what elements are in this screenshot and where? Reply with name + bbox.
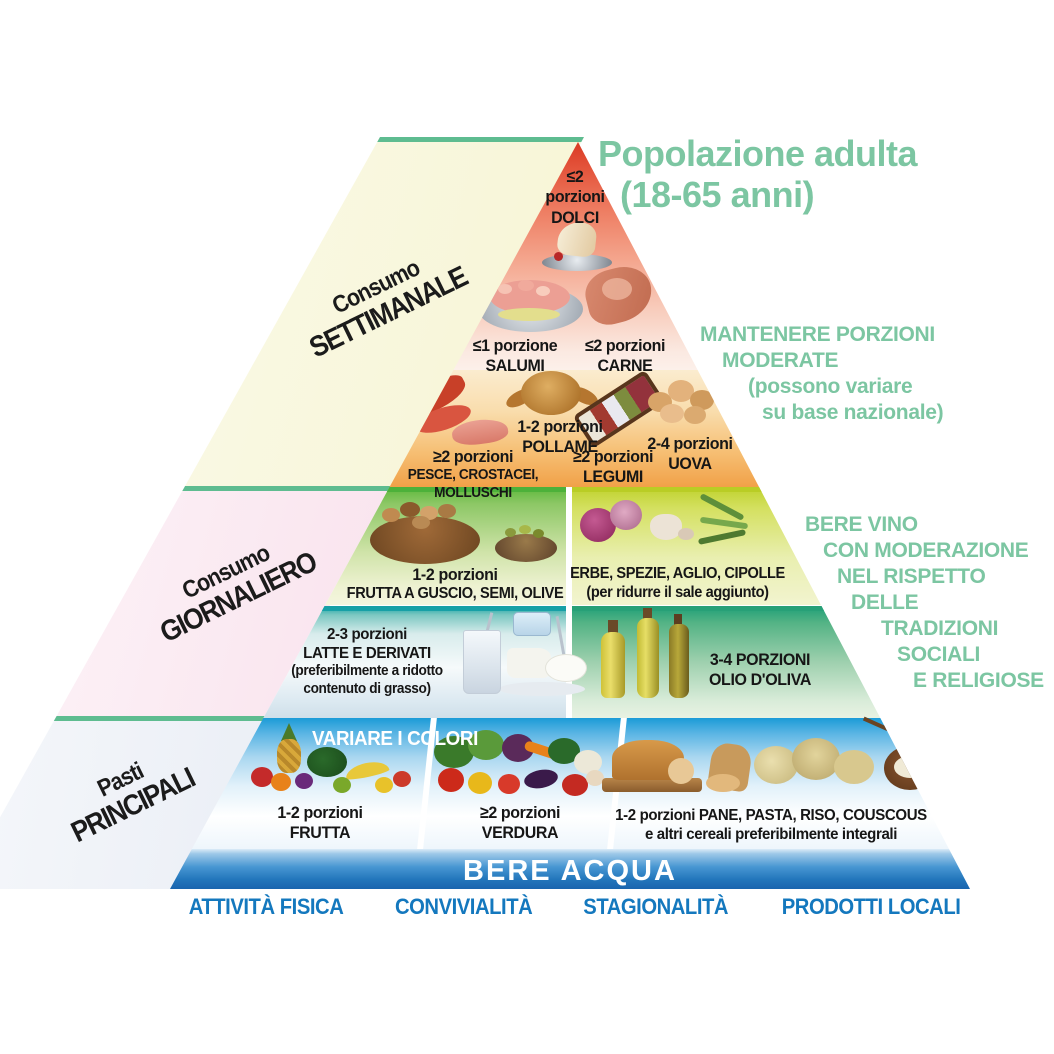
footer-values: ATTIVITÀ FISICA CONVIVIALITÀ STAGIONALIT…	[182, 894, 968, 920]
label-variare-colori: VARIARE I COLORI	[312, 728, 478, 750]
water-bar	[170, 849, 970, 889]
verdura-photo	[428, 730, 608, 805]
label-pesce: ≥2 porzioni PESCE, CROSTACEI, MOLLUSCHI	[407, 447, 539, 501]
title-line1: Popolazione adulta	[598, 133, 918, 174]
annotation-bere-vino: BERE VINO CON MODERAZIONE NEL RISPETTO D…	[805, 513, 1044, 692]
carne-photo	[580, 260, 660, 330]
label-olio: 3-4 PORZIONI OLIO D'OLIVA	[709, 650, 811, 690]
salumi-photo	[478, 270, 583, 332]
label-bere-acqua: BERE ACQUA	[463, 855, 677, 887]
label-pasti-principali: Pasti PRINCIPALI	[66, 757, 200, 850]
label-carne: ≤2 porzioni CARNE	[584, 336, 666, 376]
footer-convivialita: CONVIVIALITÀ	[395, 894, 533, 919]
label-frutta: 1-2 porzioni FRUTTA	[277, 803, 363, 843]
dolci-photo	[532, 220, 622, 277]
nuts-photo	[368, 500, 483, 566]
label-legumi: ≥2 porzioni LEGUMI	[572, 447, 654, 487]
footer-attivita-fisica: ATTIVITÀ FISICA	[188, 894, 344, 919]
pollame-photo	[503, 365, 601, 423]
label-dolci: ≤2 porzioni DOLCI	[545, 167, 605, 227]
uova-photo	[642, 372, 727, 432]
footer-stagionalita: STAGIONALITÀ	[583, 894, 729, 919]
label-salumi: ≤1 porzione SALUMI	[472, 336, 558, 376]
label-frutta-guscio: 1-2 porzioni FRUTTA A GUSCIO, SEMI, OLIV…	[346, 565, 564, 603]
olive-photo	[495, 522, 557, 564]
label-latte: 2-3 porzioni LATTE E DERIVATI (preferibi…	[291, 626, 443, 697]
frutta-photo	[245, 723, 420, 805]
footer-prodotti-locali: PRODOTTI LOCALI	[781, 894, 961, 919]
olio-photo	[595, 608, 705, 708]
erbe-photo	[580, 493, 755, 564]
latte-photo	[455, 612, 595, 704]
label-uova: 2-4 porzioni UOVA	[647, 434, 733, 474]
label-cereali: 1-2 porzioni PANE, PASTA, RISO, COUSCOUS…	[615, 807, 927, 844]
page-title: Popolazione adulta (18-65 anni)	[598, 133, 918, 215]
label-erbe: ERBE, SPEZIE, AGLIO, CIPOLLE (per ridurr…	[570, 565, 785, 601]
title-line2: (18-65 anni)	[620, 174, 815, 215]
annotation-porzioni-moderate: MANTENERE PORZIONI MODERATE (possono var…	[700, 323, 944, 424]
label-verdura: ≥2 porzioni VERDURA	[479, 803, 561, 843]
label-pollame: 1-2 porzioni POLLAME	[517, 417, 603, 457]
